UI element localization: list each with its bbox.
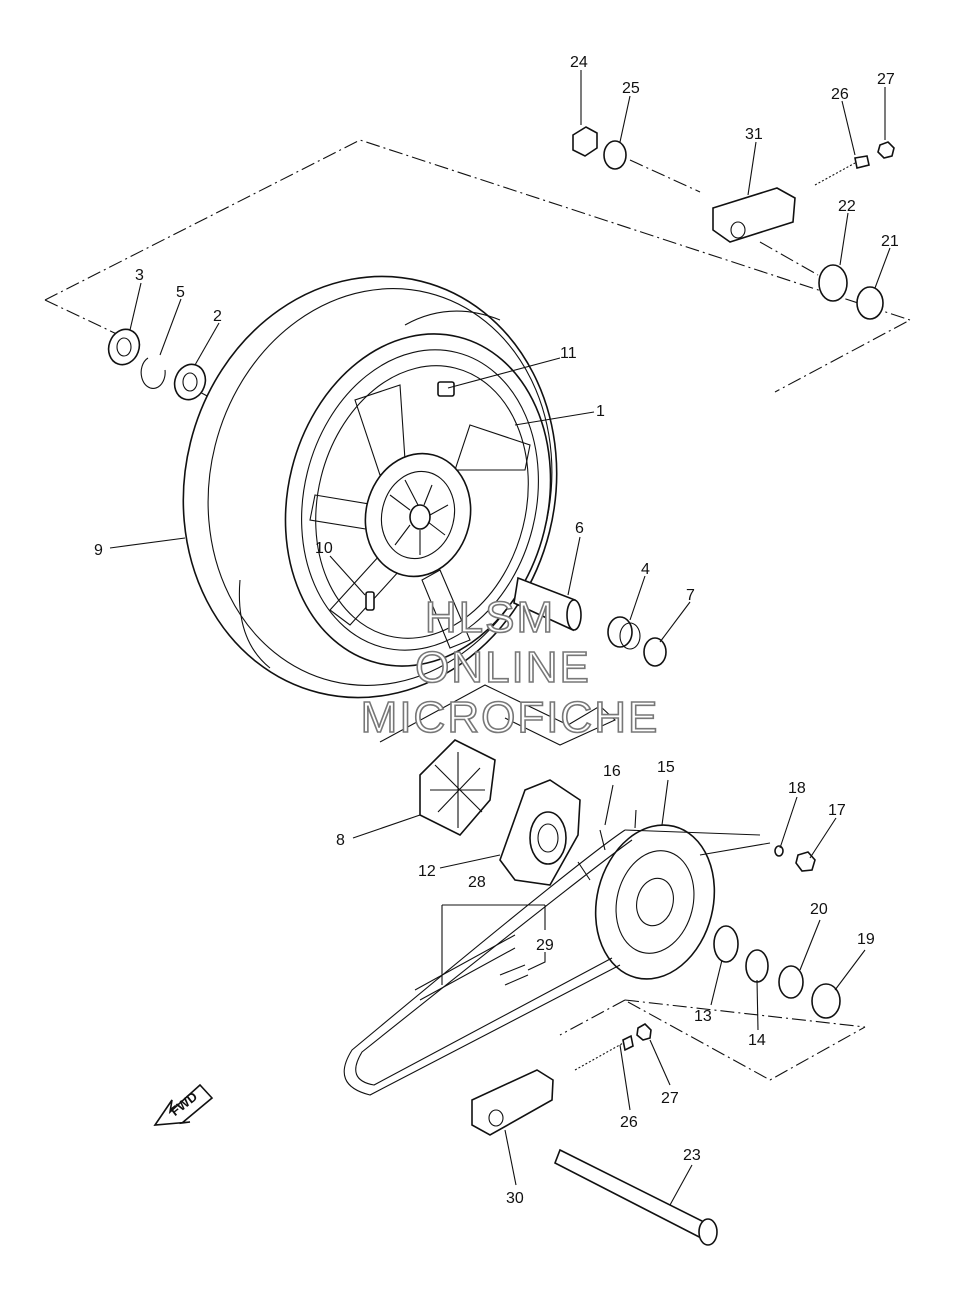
- nut-24: [572, 126, 598, 157]
- callout-19: 19: [857, 931, 875, 948]
- chain-puller-31: [712, 187, 796, 243]
- callout-11: 11: [560, 345, 577, 362]
- callout-25: 25: [622, 80, 640, 97]
- bearing-3: [107, 328, 141, 366]
- callout-4: 4: [641, 561, 650, 578]
- callout-23: 23: [683, 1147, 701, 1164]
- bearing-2: [173, 363, 207, 401]
- callout-17: 17: [828, 802, 846, 819]
- callout-14: 14: [748, 1032, 766, 1049]
- callout-27-bottom: 27: [661, 1090, 679, 1107]
- axle-reference-lines: [44, 139, 912, 1081]
- bottom-adjuster-parts: [471, 1023, 718, 1246]
- callout-6: 6: [575, 520, 584, 537]
- watermark: HLSM ONLINE MICROFICHE: [360, 592, 660, 743]
- nut-27-top: [877, 141, 895, 159]
- callout-10: 10: [315, 540, 333, 557]
- watermark-line-3: MICROFICHE: [361, 693, 660, 742]
- callout-26-top: 26: [831, 86, 849, 103]
- drive-chain: [343, 829, 771, 1096]
- collar-20: [778, 965, 804, 999]
- callout-18: 18: [788, 780, 806, 797]
- callout-13: 13: [694, 1008, 712, 1025]
- callout-1: 1: [596, 403, 605, 420]
- callout-12: 12: [418, 863, 436, 880]
- callout-2: 2: [213, 308, 222, 325]
- callout-29: 29: [536, 937, 554, 954]
- callout-16: 16: [603, 763, 621, 780]
- bearing-13: [713, 925, 739, 963]
- balance-weight: [437, 381, 455, 397]
- top-adjuster-parts: [572, 126, 895, 320]
- callout-22: 22: [838, 198, 856, 215]
- fwd-direction-arrow: FWD: [153, 1083, 214, 1126]
- chain-joint-parts: [414, 904, 546, 1001]
- callout-21: 21: [881, 233, 899, 250]
- collar-21: [856, 286, 884, 320]
- right-side-parts: [713, 845, 841, 1019]
- hub-damper: [419, 739, 496, 836]
- washer-25: [603, 140, 627, 170]
- callout-8: 8: [336, 832, 345, 849]
- callout-28: 28: [468, 874, 486, 891]
- callout-5: 5: [176, 284, 185, 301]
- callout-30: 30: [506, 1190, 524, 1207]
- callout-26-bottom: 26: [620, 1114, 638, 1131]
- callout-numbers: 1 2 3 4 5 6 7 8 9 10 11 12 13 14 15 16 1…: [94, 54, 899, 1207]
- callout-7: 7: [686, 587, 695, 604]
- driven-flange: [499, 779, 581, 886]
- callout-27-top: 27: [877, 71, 895, 88]
- leader-lines: [109, 70, 891, 1206]
- nut-27-bottom: [636, 1023, 652, 1041]
- callout-15: 15: [657, 759, 675, 776]
- rear-wheel-assembly: [182, 275, 558, 699]
- rear-sprocket: [577, 809, 716, 980]
- collar-7: [643, 637, 667, 667]
- bearing-14: [745, 949, 769, 983]
- seal-19: [811, 983, 841, 1019]
- callout-31: 31: [745, 126, 763, 143]
- watermark-line-2: ONLINE: [415, 643, 591, 692]
- tire-valve: [365, 591, 375, 611]
- callout-9: 9: [94, 542, 103, 559]
- callout-20: 20: [810, 901, 828, 918]
- collar-22: [818, 264, 848, 302]
- callout-3: 3: [135, 267, 144, 284]
- chain-puller-30: [471, 1069, 554, 1136]
- watermark-line-1: HLSM: [425, 593, 555, 642]
- callout-24: 24: [570, 54, 588, 71]
- wheel-spacers: [513, 576, 667, 667]
- left-bearings: [107, 328, 207, 401]
